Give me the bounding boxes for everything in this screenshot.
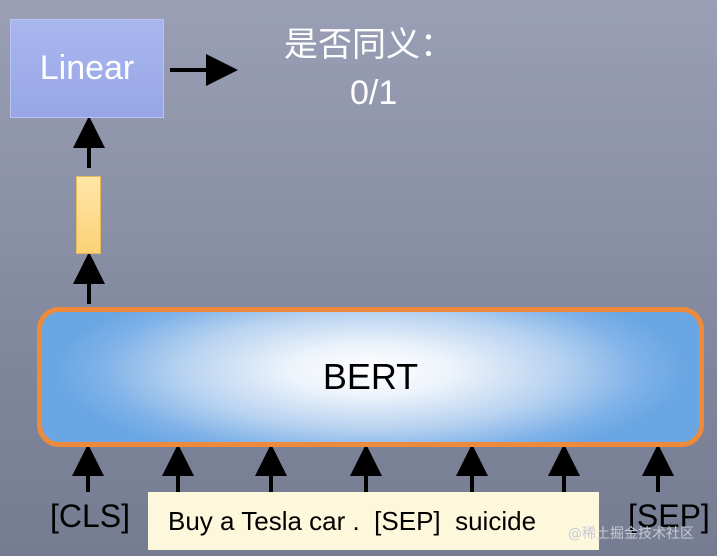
watermark: @稀土掘金技术社区 [568,526,694,542]
bert-model-box: BERT [37,307,704,447]
output-value: 0/1 [350,74,398,112]
input-sentence-text: Buy a Tesla car . [SEP] suicide [168,505,537,536]
bert-label: BERT [322,356,419,397]
sep-token: [SEP] [628,498,710,534]
input-sentence-box: Buy a Tesla car . [SEP] suicide [148,492,599,550]
output-label: 是否同义： [284,25,454,65]
linear-label: Linear [39,49,135,87]
cls-output-vector [76,176,101,254]
cls-token: [CLS] [50,498,131,534]
linear-layer-box: Linear [10,19,164,118]
